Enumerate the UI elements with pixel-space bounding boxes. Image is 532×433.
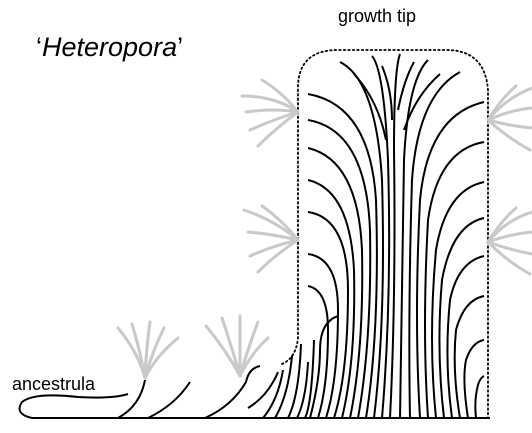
zooid-tube bbox=[310, 316, 338, 418]
ancestrula-shape bbox=[20, 394, 128, 418]
zooid-tube bbox=[400, 60, 428, 418]
lophophore-right-upper bbox=[488, 86, 532, 150]
branch-zooids-right bbox=[400, 60, 484, 418]
branch-zooids-left bbox=[288, 54, 400, 418]
early-zooid-2 bbox=[148, 382, 190, 418]
zooid-tube bbox=[288, 344, 301, 418]
early-zooid-3 bbox=[205, 366, 260, 418]
figure-title: ‘Heteropora’ bbox=[36, 32, 183, 63]
zooid-tube bbox=[475, 376, 484, 418]
lophophore-right-lower bbox=[488, 208, 532, 274]
zooid-tube bbox=[308, 286, 328, 418]
lophophore-left-upper bbox=[242, 80, 298, 146]
lophophore-early-1 bbox=[118, 322, 178, 378]
encrusting-zooids bbox=[118, 356, 292, 418]
title-genus-name: Heteropora bbox=[42, 32, 177, 62]
tip-zooid bbox=[398, 62, 414, 110]
zooid-tube bbox=[308, 120, 370, 418]
zooid-tube bbox=[455, 296, 484, 418]
lophophore-left-lower bbox=[244, 206, 298, 272]
growth-tip-label: growth tip bbox=[338, 6, 416, 27]
ancestrula-label: ancestrula bbox=[12, 374, 95, 395]
early-zooid-6 bbox=[275, 356, 292, 418]
early-zooid-5 bbox=[263, 370, 283, 418]
zooid-tube bbox=[372, 56, 389, 418]
title-close-quote: ’ bbox=[177, 32, 183, 62]
early-zooid-1 bbox=[118, 380, 145, 418]
